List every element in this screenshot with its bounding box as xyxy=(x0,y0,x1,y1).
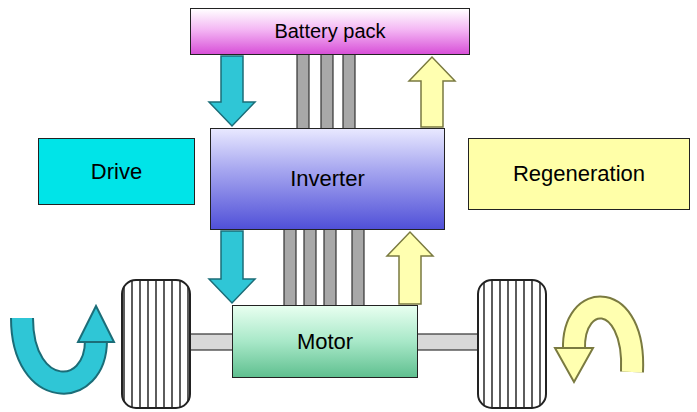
inverter-box: Inverter xyxy=(210,128,445,230)
box-label: Drive xyxy=(91,159,142,185)
rotation-arrow xyxy=(555,307,632,382)
cable xyxy=(297,50,309,132)
power-cables xyxy=(297,50,355,132)
motor-box: Motor xyxy=(232,305,418,378)
motor-cables xyxy=(284,226,364,308)
battery-box: Battery pack xyxy=(190,8,470,55)
cable xyxy=(324,226,336,308)
mode-box: Regeneration xyxy=(468,138,690,210)
cable xyxy=(284,226,296,308)
rotation-arrow xyxy=(22,306,114,383)
flow-arrow xyxy=(387,232,433,304)
wheel xyxy=(478,280,546,408)
cable xyxy=(343,50,355,132)
mode-box: Drive xyxy=(38,138,195,205)
flow-arrow xyxy=(209,56,255,126)
box-label: Regeneration xyxy=(513,161,645,187)
box-label: Battery pack xyxy=(274,20,385,43)
wheel xyxy=(122,280,190,408)
box-label: Inverter xyxy=(290,166,365,192)
cable xyxy=(352,226,364,308)
flow-arrow xyxy=(409,57,455,127)
cable xyxy=(321,50,333,132)
flow-arrow xyxy=(209,231,255,303)
box-label: Motor xyxy=(297,329,353,355)
cable xyxy=(304,226,316,308)
